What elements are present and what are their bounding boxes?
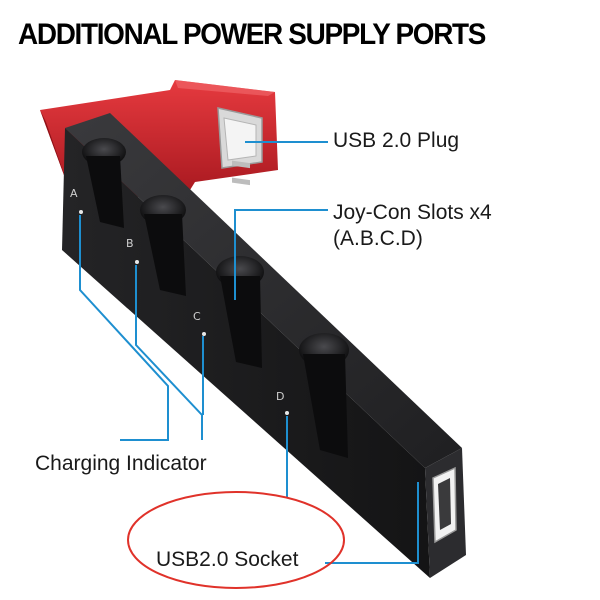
slot-c <box>216 256 264 368</box>
leader-lines <box>79 141 419 564</box>
highlight-ring <box>127 491 345 589</box>
label-joycon-slots: Joy-Con Slots x4 (A.B.C.D) <box>333 200 492 252</box>
leader-usb-socket <box>325 482 419 564</box>
slot-letter-a: A <box>70 187 78 200</box>
slot-letter-b: B <box>126 237 134 250</box>
charging-indicator-c <box>202 332 206 336</box>
usb-socket <box>432 466 457 544</box>
label-charging-indicator: Charging Indicator <box>35 452 207 475</box>
charging-indicator-a <box>79 210 83 214</box>
charging-indicator-d <box>285 411 289 415</box>
slot-labels: A B C D <box>70 187 289 415</box>
page-title: ADDITIONAL POWER SUPPLY PORTS <box>18 18 486 51</box>
label-joycon-slots-line1: Joy-Con Slots x4 <box>333 201 492 224</box>
label-usb-plug: USB 2.0 Plug <box>333 129 460 152</box>
slot-a <box>82 138 126 228</box>
leader-charging-b-c <box>135 265 203 440</box>
charging-indicator-b <box>135 260 139 264</box>
label-joycon-slots-line2: (A.B.C.D) <box>333 227 423 250</box>
slot-d <box>299 333 349 458</box>
label-usb-socket: USB2.0 Socket <box>156 548 299 571</box>
slot-letter-d: D <box>276 390 284 403</box>
usb-plug <box>217 107 263 186</box>
joycon-slots <box>82 138 349 458</box>
leader-joycon-slots <box>234 209 328 300</box>
slot-letter-c: C <box>193 310 201 323</box>
slot-b <box>140 195 186 296</box>
